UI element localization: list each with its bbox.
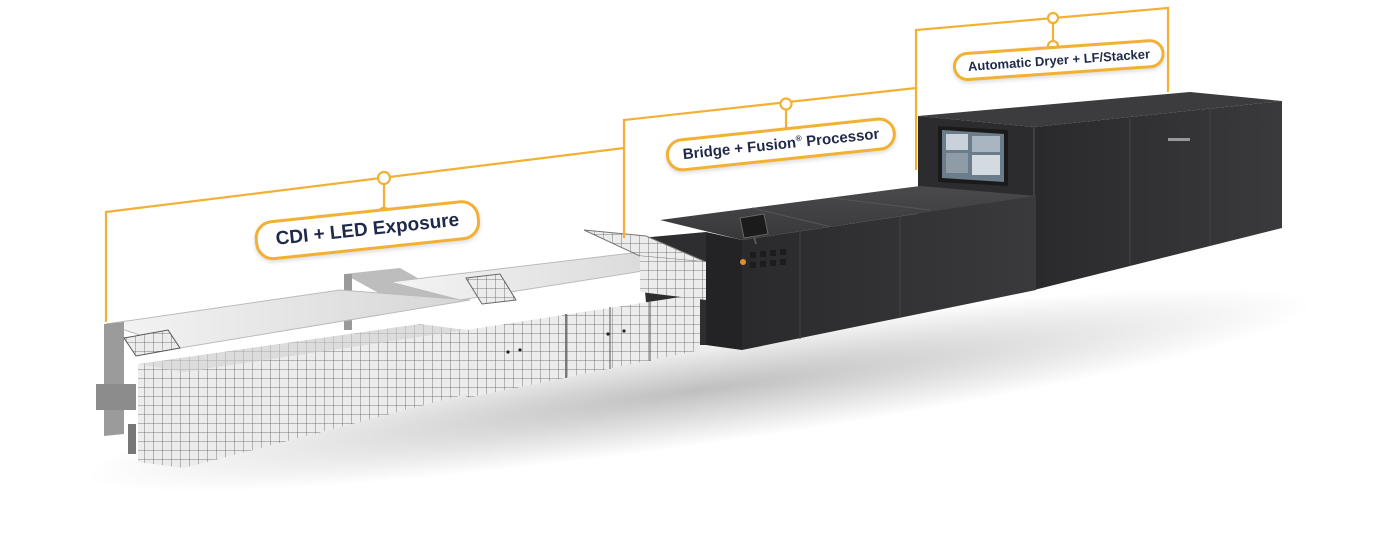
exposure-unit	[96, 229, 707, 468]
callout-bridge-text-tail: Processor	[801, 125, 881, 151]
callout-lines	[104, 6, 1170, 322]
control-panel	[739, 213, 769, 245]
callout-bridge-text-main: Bridge + Fusion	[682, 134, 797, 164]
callout-dryer-text: Automatic Dryer + LF/Stacker	[967, 46, 1151, 74]
left-control-screen	[123, 329, 181, 357]
monitor-screen	[938, 126, 1008, 186]
floor-shadow	[85, 287, 1315, 493]
